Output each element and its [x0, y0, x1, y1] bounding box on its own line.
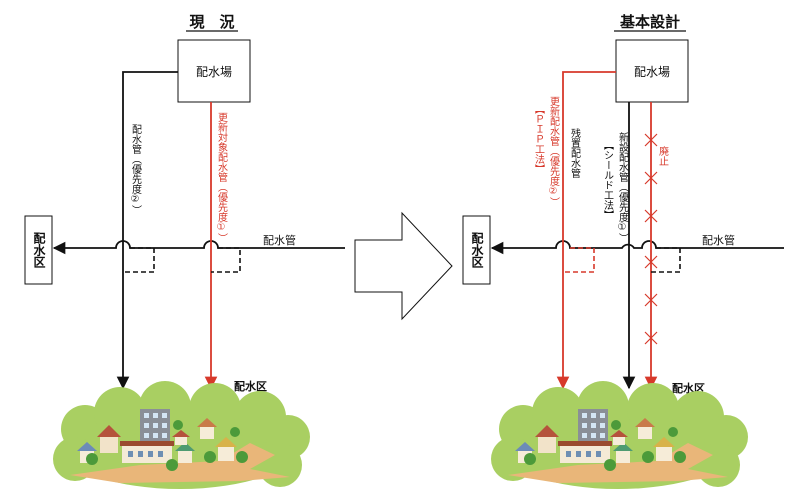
left-horizontal-main: [52, 240, 345, 255]
right-residual-label: 残置配水管: [569, 127, 581, 179]
right-abandon-label: 廃止: [657, 145, 669, 166]
transition-arrow: [354, 211, 453, 321]
left-panel: 現 況 配水場 配水区 配水管 配水管（優先度②） 更新対象配水管（優先度①） …: [24, 13, 345, 489]
left-dashed-connection-1: [123, 247, 155, 273]
right-renewal-pip-label-2: 【ＰＩＰ工法】: [533, 104, 545, 174]
left-plant-label: 配水場: [196, 65, 232, 79]
left-plant-box: [177, 39, 251, 103]
left-town-illustration: [53, 381, 310, 489]
left-pipe-priority2: [116, 71, 178, 390]
left-district-bottom-label: 配水区: [234, 379, 267, 393]
left-pipe-label-vertical: 配水管（優先度②）: [130, 124, 142, 215]
left-pipe-label-horizontal: 配水管: [263, 233, 296, 247]
right-title: 基本設計: [619, 13, 680, 31]
right-abandon-x-marks: [644, 133, 658, 345]
right-horizontal-main: [490, 240, 784, 255]
right-pipe-label-horizontal: 配水管: [702, 233, 735, 247]
left-district-box: [24, 215, 53, 285]
right-dashed-connection-1: [563, 247, 595, 273]
right-town-illustration: [491, 381, 748, 489]
right-plant-label: 配水場: [634, 65, 670, 79]
right-district-box-label: 配水区: [470, 231, 484, 269]
right-district-box: [462, 215, 491, 285]
right-new-pipe-label-1: 新設配水管（優先度①）: [617, 131, 629, 243]
right-dashed-connection-2: [651, 247, 681, 273]
left-renewal-target-label: 更新対象配水管（優先度①）: [216, 112, 228, 243]
right-new-pipe-label-2: 【シールド工法】: [602, 140, 614, 220]
right-renewal-pip-label-1: 更新配水管（優先度②）: [548, 96, 560, 207]
left-district-box-label: 配水区: [32, 231, 46, 269]
right-plant-box: [615, 39, 689, 103]
left-title: 現 況: [189, 13, 234, 31]
left-dashed-connection-2: [211, 247, 241, 273]
right-panel: 基本設計 配水場 配水区 配水管 更新配水管（優先度②） 【ＰＩＰ工法】 残置配…: [462, 13, 784, 489]
right-renewal-pip-pipe: [556, 71, 616, 390]
